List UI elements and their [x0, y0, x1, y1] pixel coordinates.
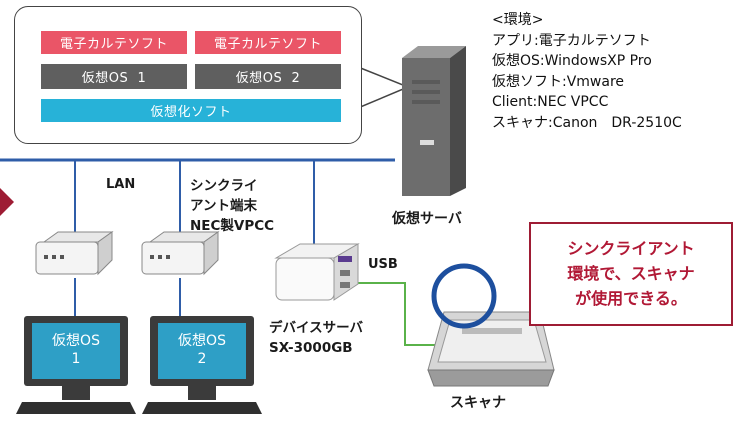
environment-line: 仮想ソフト:Vmware	[492, 73, 625, 90]
scanner-highlight-ring	[431, 263, 497, 329]
virtual-environment-bubble: 電子カルテソフト 電子カルテソフト 仮想OS 1 仮想OS 2 仮想化ソフト	[14, 6, 362, 144]
os-tile-1: 仮想OS 1	[41, 64, 187, 89]
thin-client-1-icon	[35, 231, 114, 276]
environment-line: アプリ:電子カルテソフト	[492, 32, 651, 49]
app-tile-1: 電子カルテソフト	[41, 31, 187, 54]
monitor-1-screen: 仮想OS 1	[52, 333, 100, 367]
virtualization-software-tile: 仮想化ソフト	[41, 99, 341, 122]
server-icon	[402, 46, 466, 196]
environment-list: <環境> アプリ:電子カルテソフト 仮想OS:WindowsXP Pro 仮想ソ…	[492, 10, 682, 133]
thin-client-2-icon	[141, 231, 220, 276]
monitor-2-screen: 仮想OS 2	[178, 333, 226, 367]
callout-line: シンクライアント	[567, 239, 695, 258]
virtual-server-label: 仮想サーバ	[392, 211, 462, 227]
environment-line: スキャナ:Canon DR-2510C	[492, 114, 682, 131]
environment-heading: <環境>	[492, 12, 544, 28]
monitor-1-icon	[16, 316, 136, 414]
arrow-icon	[0, 188, 14, 216]
app-tile-2: 電子カルテソフト	[195, 31, 341, 54]
environment-line: Client:NEC VPCC	[492, 94, 609, 110]
usb-label: USB	[368, 257, 398, 272]
callout-line: 環境で、スキャナ	[567, 264, 695, 283]
scanner-label: スキャナ	[450, 395, 506, 411]
device-server-icon	[274, 243, 360, 301]
bubble-tail	[357, 65, 410, 110]
benefit-callout: シンクライアント 環境で、スキャナ が使用できる。	[529, 222, 733, 326]
monitor-2-icon	[142, 316, 262, 414]
usb-cable	[358, 282, 438, 346]
os-tile-2: 仮想OS 2	[195, 64, 341, 89]
device-server-label: デバイスサーバ SX-3000GB	[269, 320, 363, 356]
thin-client-label: シンクライ アント端末 NEC製VPCC	[190, 178, 275, 234]
lan-label: LAN	[106, 177, 136, 192]
callout-line: が使用できる。	[575, 289, 687, 308]
environment-line: 仮想OS:WindowsXP Pro	[492, 53, 652, 69]
